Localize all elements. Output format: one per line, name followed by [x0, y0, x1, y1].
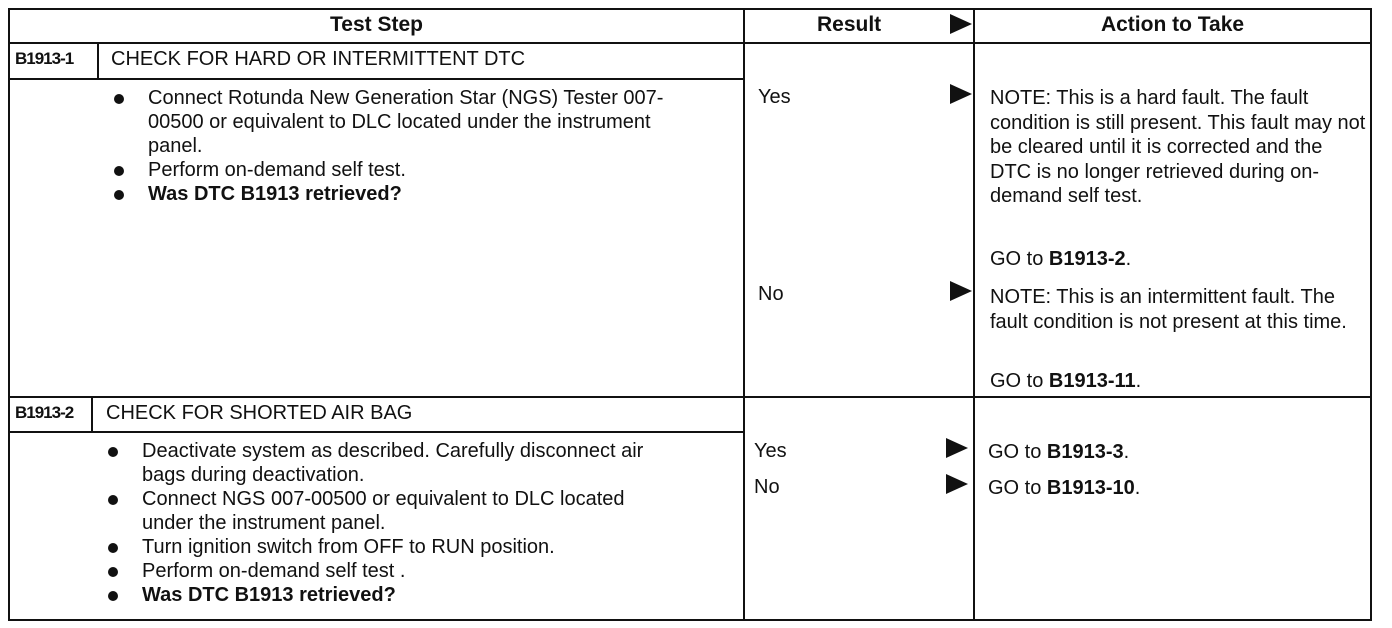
step2-bullet-list: Deactivate system as described. Carefull… [108, 439, 668, 607]
table-top-border [8, 8, 1372, 10]
result-arrow-icon [950, 84, 972, 104]
step1-no-note: NOTE: This is an intermittent fault. The… [990, 286, 1347, 333]
table-bottom-border [8, 619, 1372, 621]
list-item: Was DTC B1913 retrieved? [114, 182, 674, 206]
bullet-icon [114, 94, 124, 104]
step2-id-divider [91, 396, 93, 433]
result-column-divider [973, 8, 975, 621]
step1-id-divider [97, 42, 99, 80]
step2-no-goto: GO to B1913-10. [988, 477, 1141, 499]
table-left-border [8, 8, 10, 621]
list-item: Deactivate system as described. Carefull… [108, 439, 668, 487]
header-result: Result [817, 13, 882, 36]
list-item: Turn ignition switch from OFF to RUN pos… [108, 535, 668, 559]
test-step-column-divider [743, 8, 745, 621]
result-arrow-icon [946, 474, 968, 494]
step1-bullet-list: Connect Rotunda New Generation Star (NGS… [114, 86, 674, 206]
list-item: Connect Rotunda New Generation Star (NGS… [114, 86, 674, 158]
step2-yes-goto: GO to B1913-3. [988, 441, 1130, 463]
list-item: Connect NGS 007-00500 or equivalent to D… [108, 487, 668, 535]
step1-yes-note: NOTE: This is a hard fault. The fault co… [990, 87, 1366, 207]
step1-result-yes: Yes [758, 86, 791, 108]
step1-id: B1913-1 [15, 49, 74, 68]
header-arrow-icon [950, 14, 972, 34]
step1-title-bottom-border [8, 78, 745, 80]
result-arrow-icon [946, 438, 968, 458]
bullet-icon [114, 190, 124, 200]
step2-title: CHECK FOR SHORTED AIR BAG [106, 402, 413, 424]
step1-result-no: No [758, 283, 784, 305]
step2-result-yes: Yes [754, 440, 787, 462]
step1-title: CHECK FOR HARD OR INTERMITTENT DTC [111, 48, 526, 70]
bullet-icon [108, 495, 118, 505]
header-test-step: Test Step [330, 13, 423, 36]
step1-no-goto: GO to B1913-11. [990, 370, 1142, 392]
step2-id: B1913-2 [15, 403, 74, 422]
step2-result-no: No [754, 476, 780, 498]
header-action: Action to Take [1100, 13, 1245, 36]
step1-yes-goto: GO to B1913-2. [990, 248, 1132, 270]
list-item: Was DTC B1913 retrieved? [108, 583, 668, 607]
table-right-border [1370, 8, 1372, 621]
header-bottom-border [8, 42, 1372, 44]
result-arrow-icon [950, 281, 972, 301]
bullet-icon [108, 591, 118, 601]
step2-title-bottom-border [8, 431, 745, 433]
bullet-icon [108, 447, 118, 457]
list-item: Perform on-demand self test . [108, 559, 668, 583]
bullet-icon [114, 166, 124, 176]
bullet-icon [108, 567, 118, 577]
bullet-icon [108, 543, 118, 553]
list-item: Perform on-demand self test. [114, 158, 674, 182]
step-separator [8, 396, 1372, 398]
